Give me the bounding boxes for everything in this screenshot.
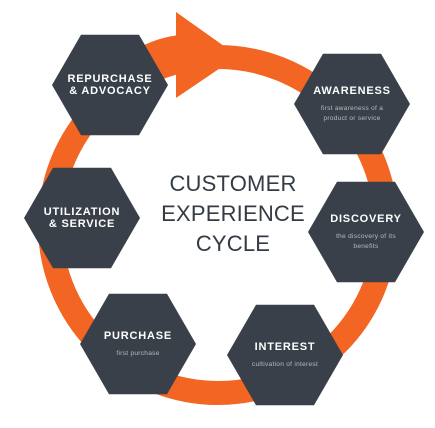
stage-discovery: DISCOVERY the discovery of its benefits xyxy=(308,181,424,283)
stage-awareness-title: AWARENESS xyxy=(313,85,391,97)
stage-awareness-hexagon xyxy=(294,53,410,155)
stage-discovery-title: DISCOVERY xyxy=(330,213,402,225)
center-title-line-2: EXPERIENCE xyxy=(161,201,305,226)
stage-interest-title: INTEREST xyxy=(255,341,316,353)
center-title-line-3: CYCLE xyxy=(196,231,270,256)
stage-repurchase-title: REPURCHASE xyxy=(67,73,152,85)
stage-utilization-hexagon xyxy=(24,167,140,269)
stage-interest: INTEREST cultivation of interest xyxy=(227,304,343,406)
stage-interest-hexagon xyxy=(227,304,343,406)
stage-repurchase: REPURCHASE& ADVOCACY xyxy=(52,34,168,136)
stage-hexagons: AWARENESS first awareness of a product or … xyxy=(24,34,424,406)
cycle-arrowhead xyxy=(176,12,238,98)
stage-interest-description: cultivation of interest xyxy=(252,361,318,368)
stage-repurchase-hexagon xyxy=(52,34,168,136)
stage-utilization: UTILIZATION& SERVICE xyxy=(24,167,140,269)
stage-purchase-description: first purchase xyxy=(116,350,159,357)
stage-discovery-description: benefits xyxy=(353,243,379,250)
stage-awareness: AWARENESS first awareness of a product or … xyxy=(294,53,410,155)
center-title-line-1: CUSTOMER xyxy=(169,171,296,196)
stage-awareness-description: first awareness of a xyxy=(321,105,383,112)
stage-repurchase-title: & ADVOCACY xyxy=(69,85,151,97)
stage-discovery-description: the discovery of its xyxy=(336,233,396,240)
stage-purchase-title: PURCHASE xyxy=(104,330,172,342)
stage-utilization-title: & SERVICE xyxy=(49,218,115,230)
stage-discovery-hexagon xyxy=(308,181,424,283)
stage-purchase: PURCHASE first purchase xyxy=(80,293,196,395)
stage-utilization-title: UTILIZATION xyxy=(44,206,120,218)
stage-purchase-hexagon xyxy=(80,293,196,395)
stage-awareness-description: product or service xyxy=(323,115,380,122)
